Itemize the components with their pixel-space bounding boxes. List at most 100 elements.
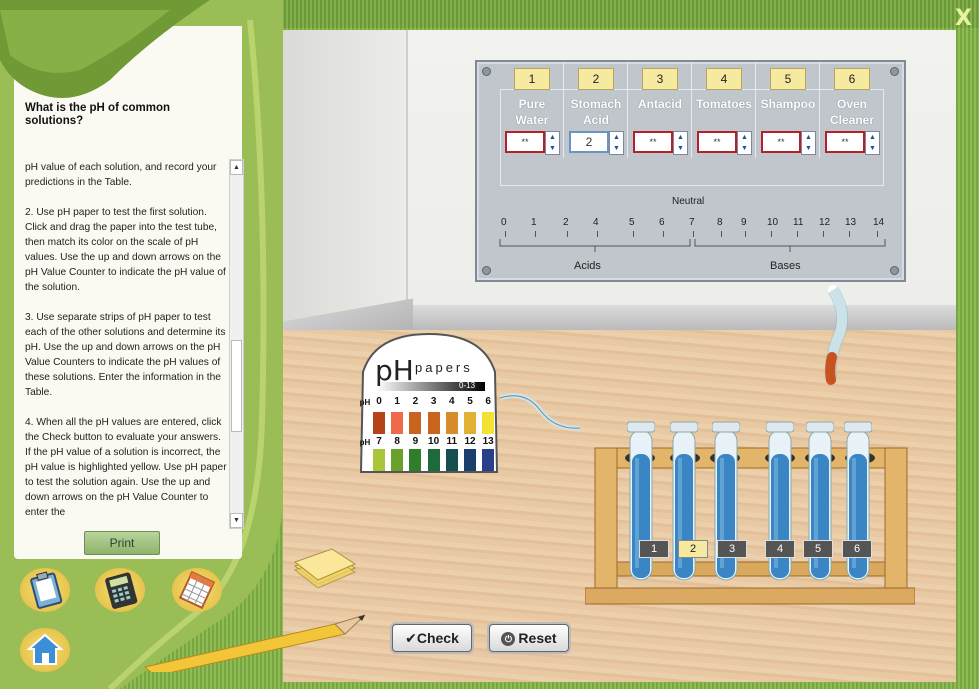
tube-label-1[interactable]: 1 [639,540,669,558]
ph-paper-strip[interactable] [815,285,855,390]
down-arrow-icon[interactable]: ▼ [741,145,748,152]
table-tool-button[interactable] [172,568,222,612]
home-button[interactable] [20,628,70,672]
instruction-panel [0,0,242,559]
scroll-thumb[interactable] [231,340,242,432]
solution-name: Shampoo [760,97,816,111]
test-tube[interactable] [843,418,873,583]
ph-value-counter-2[interactable]: 2 ▲▼ [569,131,624,155]
instructions-scrollbar[interactable]: ▲ ▼ [229,159,244,529]
ph-value-counter-4[interactable]: ** ▲▼ [697,131,752,155]
ph-stepper[interactable]: ▲▼ [609,131,624,155]
solution-column-4: 4 Tomatoes ** ▲▼ [692,62,756,158]
test-tube[interactable] [765,418,795,583]
check-button[interactable]: ✔Check [392,624,472,652]
test-tube[interactable] [626,418,656,583]
up-arrow-icon[interactable]: ▲ [549,134,556,141]
clipboard-tool-button[interactable] [20,568,70,612]
test-tube[interactable] [805,418,835,583]
ph-scale-tick [535,231,536,237]
ph-scale-number: 0 [501,217,507,228]
ph-scale-number: 5 [629,217,635,228]
ph-value-counter-1[interactable]: ** ▲▼ [505,131,560,155]
reset-button[interactable]: ⏻Reset [489,624,569,652]
leaf-decoration-icon [0,0,210,98]
down-arrow-icon[interactable]: ▼ [613,145,620,152]
ph-number: 10 [428,436,440,447]
down-arrow-icon[interactable]: ▼ [549,145,556,152]
table-icon [178,570,216,610]
test-tube[interactable] [669,418,699,583]
ph-scale-number: 7 [689,217,695,228]
down-arrow-icon[interactable]: ▼ [869,145,876,152]
ph-value-display: ** [825,131,865,153]
scroll-down-button[interactable]: ▼ [230,513,243,528]
tube-label-3[interactable]: 3 [717,540,747,558]
solution-number: 2 [578,68,614,90]
reset-label: Reset [518,630,557,646]
sticky-notes-icon [293,548,357,588]
calculator-icon [105,572,138,609]
print-button[interactable]: Print [84,531,160,555]
ph-number: 5 [467,396,473,407]
ph-color-swatch [445,449,458,471]
up-arrow-icon[interactable]: ▲ [805,134,812,141]
ph-scale-tick [797,231,798,237]
ph-value-counter-3[interactable]: ** ▲▼ [633,131,688,155]
ph-color-swatch [427,449,440,471]
ph-color-swatch [482,449,495,471]
ph-number: 12 [464,436,476,447]
tube-label-2[interactable]: 2 [678,540,708,558]
calculator-tool-button[interactable] [95,568,145,612]
page-title: What is the pH of common solutions? [25,102,171,127]
ph-stepper[interactable]: ▲▼ [673,131,688,155]
ph-scale-tick [823,231,824,237]
tube-label-4[interactable]: 4 [765,540,795,558]
solution-number: 3 [642,68,678,90]
ph-value-display: ** [761,131,801,153]
ph-stepper[interactable]: ▲▼ [801,131,816,155]
up-arrow-icon[interactable]: ▲ [869,134,876,141]
down-arrow-icon[interactable]: ▼ [677,145,684,152]
ph-color-swatch [373,449,385,471]
ph-number: 9 [412,436,419,447]
ph-row-label: pH [359,438,371,447]
ph-value-counter-6[interactable]: ** ▲▼ [825,131,880,155]
ph-scale-number: 2 [563,217,569,228]
ph-value-counter-5[interactable]: ** ▲▼ [761,131,816,155]
up-arrow-icon[interactable]: ▲ [613,134,620,141]
home-icon [26,633,64,665]
ph-color-swatch [409,412,422,434]
close-icon[interactable]: X [955,6,972,31]
up-arrow-icon[interactable]: ▲ [741,134,748,141]
ph-papers-box-shape [359,332,499,473]
ph-stepper[interactable]: ▲▼ [737,131,752,155]
ph-brand-text: pH [375,354,414,387]
ph-stepper[interactable]: ▲▼ [865,131,880,155]
baseboard [408,305,956,331]
ph-color-swatch [391,412,404,434]
up-arrow-icon[interactable]: ▲ [677,134,684,141]
tube-label-5[interactable]: 5 [803,540,833,558]
ph-scale-tick [693,231,694,237]
ph-stepper[interactable]: ▲▼ [545,131,560,155]
ph-number: 8 [394,436,400,447]
ph-scale-tick [633,231,634,237]
ph-color-swatch [373,412,385,434]
test-tube[interactable] [711,418,741,583]
ph-scale-number: 13 [845,217,857,228]
ph-range-label: 0-13 [459,381,476,390]
tube-label-6[interactable]: 6 [842,540,872,558]
ph-scale-tick [771,231,772,237]
scroll-up-button[interactable]: ▲ [230,160,243,175]
ph-scale-brackets [499,239,886,252]
solution-number: 1 [514,68,550,90]
check-label: Check [416,630,459,646]
down-arrow-icon[interactable]: ▼ [805,145,812,152]
